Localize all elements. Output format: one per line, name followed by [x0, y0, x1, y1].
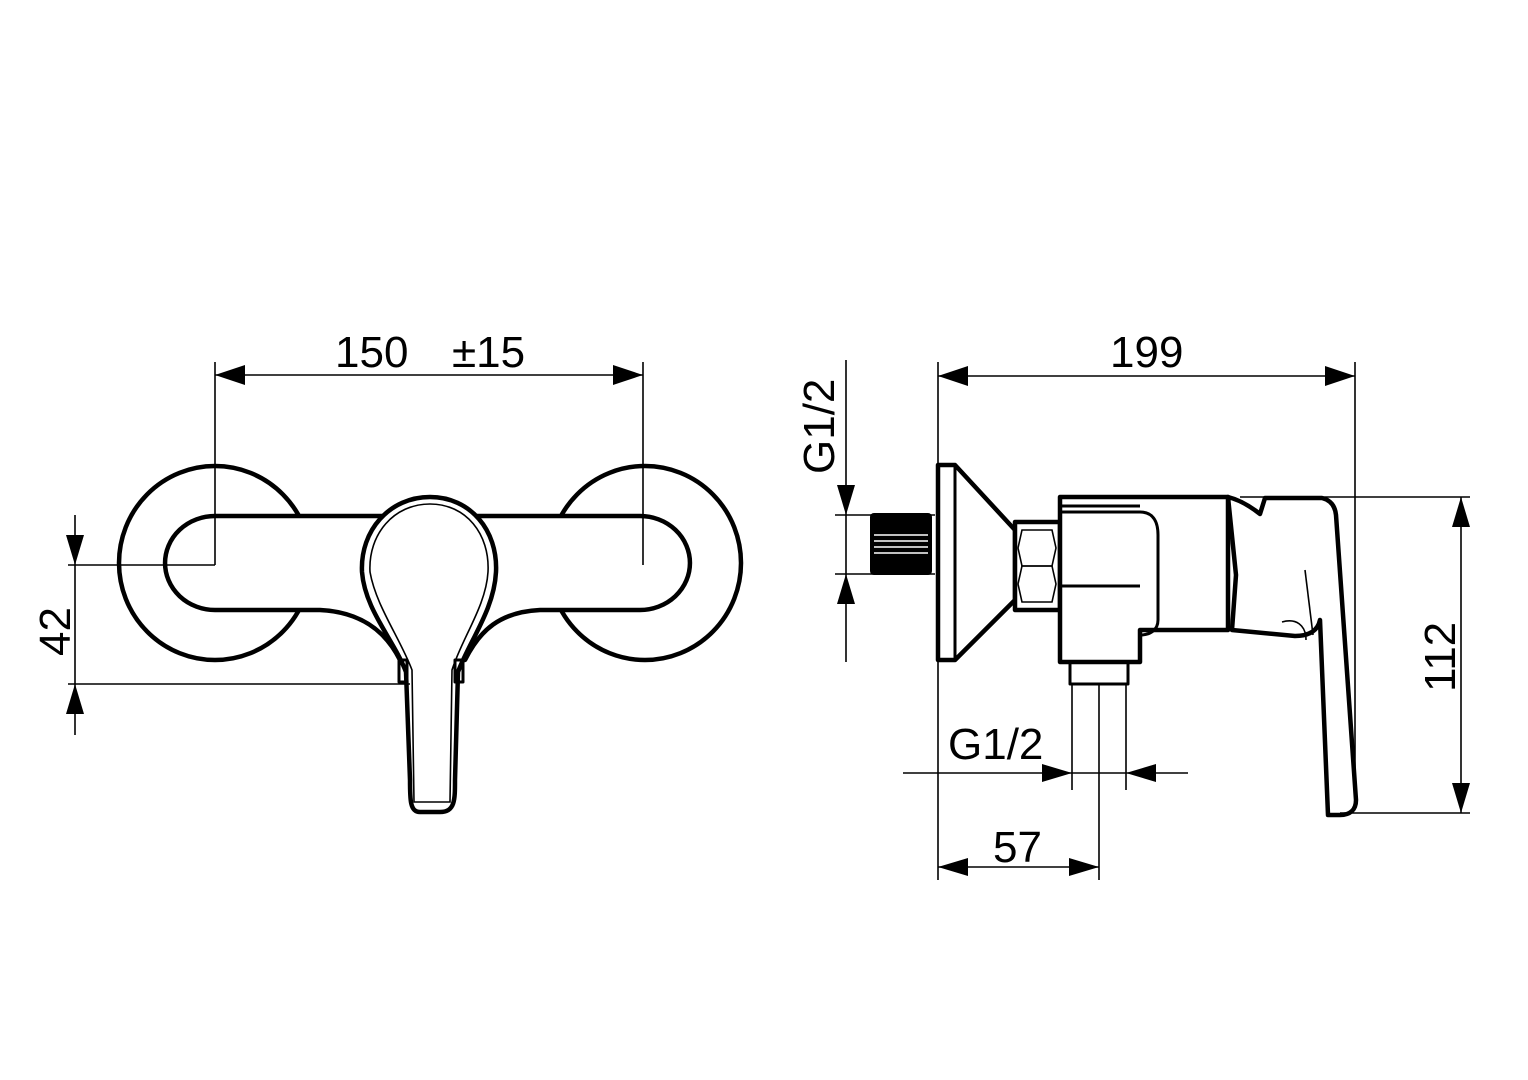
dim-centre-tolerance: ±15 [452, 328, 525, 377]
valve-body [1057, 494, 1231, 665]
dim-inlet-thread: G1/2 [795, 379, 844, 474]
lever-head [359, 494, 499, 815]
dim-outlet-thread: G1/2 [948, 720, 1043, 769]
knurled-inlet-nut [870, 513, 932, 575]
dim-centre-distance: 150 [335, 328, 408, 377]
dim-height: 112 [1416, 622, 1465, 692]
side-view: 199 G1/2 G1/2 57 112 [795, 328, 1470, 880]
dim-outlet-offset: 57 [993, 823, 1042, 872]
lever-tab-left [397, 658, 409, 684]
wall-flange [935, 462, 1018, 663]
outlet-stub [1068, 660, 1130, 686]
lever-tab-right [453, 658, 465, 684]
dim-total-depth: 199 [1110, 328, 1183, 377]
lever-side [1225, 494, 1359, 818]
lever-inner-outline [369, 503, 489, 803]
dim-height-to-lever: 42 [31, 607, 80, 656]
front-view: 150 ±15 42 [31, 328, 744, 815]
